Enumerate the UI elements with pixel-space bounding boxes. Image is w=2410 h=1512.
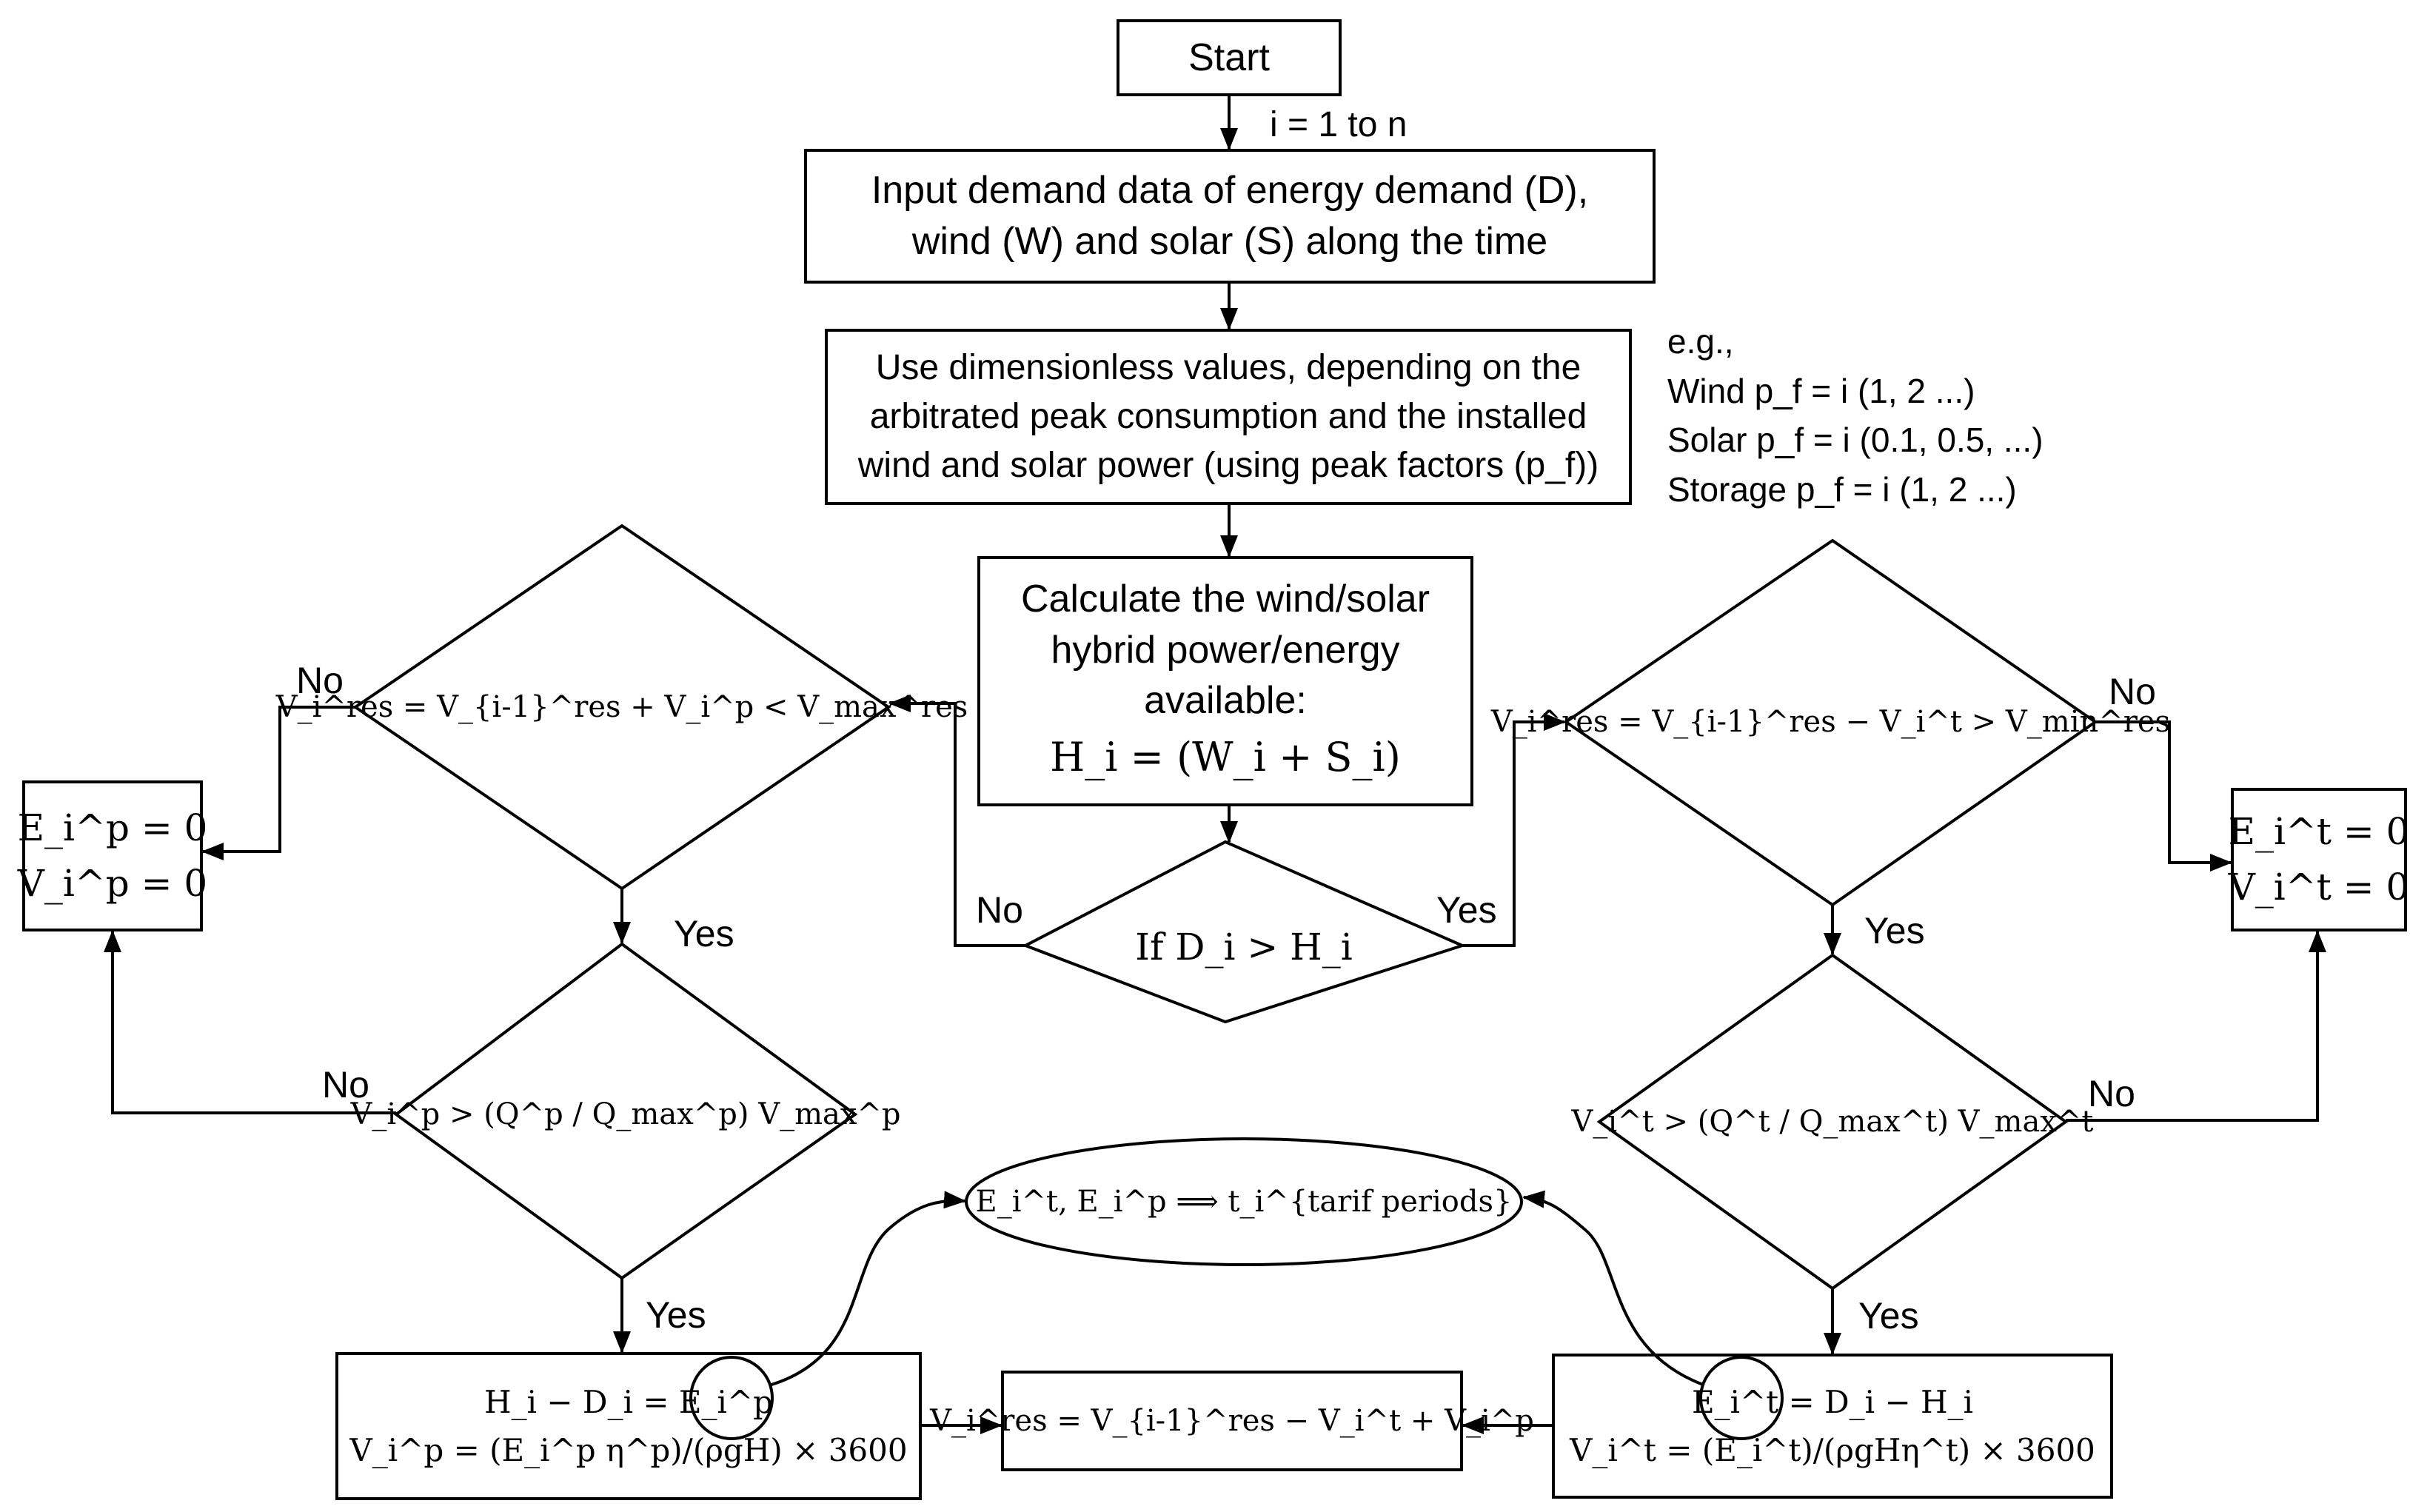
- calc-line1: Calculate the wind/solar: [1020, 578, 1430, 621]
- dimless-line3: wind and solar power (using peak factors…: [857, 446, 1599, 486]
- pump-energy-circle: [689, 1356, 774, 1440]
- start-label: Start: [1188, 36, 1270, 79]
- calc-hybrid-box: [977, 556, 1473, 806]
- turbine-energy-circle: [1699, 1356, 1784, 1440]
- main-decision-text: If D_i > H_i: [1135, 926, 1353, 969]
- label-yes-main: Yes: [1436, 889, 1497, 931]
- right-decision2-text: V_i^t > (Q^t / Q_max^t) V_max^t: [1571, 1105, 2094, 1139]
- label-yes-right1: Yes: [1864, 910, 1925, 951]
- right-zero-line1: E_i^t = 0: [2228, 810, 2410, 853]
- main-decision-diamond: [1022, 840, 1467, 1024]
- calc-line2: hybrid power/energy: [1051, 628, 1400, 672]
- label-no-right2: No: [2088, 1073, 2135, 1114]
- pump-box: [335, 1352, 922, 1500]
- dimless-line1: Use dimensionless values, depending on t…: [875, 347, 1581, 387]
- turbine-box: [1552, 1354, 2113, 1499]
- pump-line2: V_i^p = (E_i^p η^p)/(ρgH) × 3600: [349, 1432, 908, 1468]
- turbine-line2: V_i^t = (E_i^t)/(ρgHη^t) × 3600: [1570, 1432, 2095, 1468]
- label-yes-left1: Yes: [674, 913, 734, 954]
- label-no-left2: No: [322, 1064, 369, 1105]
- left-zero-line2: V_i^p = 0: [17, 862, 208, 905]
- reservoir-box: [1001, 1371, 1463, 1471]
- label-no-left1: No: [296, 660, 344, 701]
- turbine-line1: E_i^t = D_i − H_i: [1691, 1383, 1974, 1420]
- tariff-node: E_i^t, E_i^p ⟹ t_i^{tarif periods}: [976, 1161, 1513, 1242]
- input-line2: wind (W) and solar (S) along the time: [911, 220, 1548, 263]
- loop-label: i = 1 to n: [1270, 105, 1407, 144]
- note-solar: Solar p_f = i (0.1, 0.5, ...): [1667, 421, 2044, 460]
- tariff-ellipse: [965, 1137, 1523, 1266]
- right-zero-node: E_i^t = 0 V_i^t = 0: [2229, 789, 2410, 930]
- label-no-main: No: [976, 889, 1023, 931]
- pump-line1: H_i − D_i = E_i^p: [483, 1383, 774, 1420]
- calc-line3: available:: [1144, 679, 1307, 723]
- main-decision-node: If D_i > H_i: [1025, 900, 1462, 996]
- arrow-right2-no: [2066, 930, 2326, 1122]
- left-decision1-text: V_i^res = V_{i-1}^res + V_i^p < V_max^re…: [275, 690, 968, 724]
- label-yes-left2: Yes: [646, 1294, 706, 1336]
- dimless-line2: arbitrated peak consumption and the inst…: [869, 396, 1587, 436]
- start-box: [1117, 19, 1342, 96]
- left-decision2-node: V_i^p > (Q^p / Q_max^p) V_max^p: [350, 1074, 900, 1155]
- left-zero-node: E_i^p = 0 V_i^p = 0: [18, 782, 208, 930]
- right-decision2-node: V_i^t > (Q^t / Q_max^t) V_max^t: [1572, 1081, 2094, 1163]
- calc-hybrid-node: Calculate the wind/solar hybrid power/en…: [979, 558, 1472, 805]
- reservoir-node: V_i^res = V_{i-1}^res − V_i^t + V_i^p: [930, 1372, 1534, 1470]
- label-yes-right2: Yes: [1858, 1295, 1919, 1337]
- pump-node: H_i − D_i = E_i^p V_i^p = (E_i^p η^p)/(ρ…: [337, 1354, 920, 1499]
- note-title: e.g.,: [1667, 322, 1734, 361]
- dimensionless-node: Use dimensionless values, depending on t…: [826, 330, 1630, 504]
- input-box: [804, 149, 1656, 284]
- note-storage: Storage p_f = i (1, 2 ...): [1667, 470, 2017, 509]
- reservoir-text: V_i^res = V_{i-1}^res − V_i^t + V_i^p: [930, 1404, 1534, 1438]
- tariff-text: E_i^t, E_i^p ⟹ t_i^{tarif periods}: [975, 1185, 1513, 1219]
- note-wind: Wind p_f = i (1, 2 ...): [1667, 371, 1975, 410]
- curve-turbine-tariff: [1522, 1190, 1704, 1386]
- left-decision1-node: V_i^res = V_{i-1}^res + V_i^p < V_max^re…: [276, 666, 968, 748]
- input-line1: Input demand data of energy demand (D),: [871, 169, 1589, 213]
- left-decision2-text: V_i^p > (Q^p / Q_max^p) V_max^p: [350, 1097, 901, 1131]
- right-decision1-text: V_i^res = V_{i-1}^res − V_i^t > V_min^re…: [1490, 705, 2171, 739]
- curve-pump-tariff: [771, 1191, 966, 1386]
- arrow-left1-no: [201, 706, 355, 860]
- peak-factor-note: e.g., Wind p_f = i (1, 2 ...) Solar p_f …: [1667, 317, 2044, 515]
- dimensionless-box: [825, 329, 1632, 505]
- input-node: Input demand data of energy demand (D), …: [806, 150, 1654, 282]
- right-zero-box: [2231, 788, 2407, 931]
- left-zero-line1: E_i^p = 0: [17, 806, 208, 849]
- arrow-right1-no: [2095, 720, 2232, 872]
- turbine-node: E_i^t = D_i − H_i V_i^t = (E_i^t)/(ρgHη^…: [1553, 1355, 2112, 1497]
- arrow-left2-no: [104, 930, 396, 1114]
- start-node: Start: [1118, 21, 1340, 95]
- label-no-right1: No: [2109, 671, 2156, 712]
- arrow-main-no-left: [888, 695, 1025, 947]
- left-zero-box: [22, 780, 203, 931]
- arrow-main-yes-right: [1462, 713, 1566, 947]
- right-decision1-node: V_i^res = V_{i-1}^res − V_i^t > V_min^re…: [1491, 681, 2170, 763]
- right-zero-line2: V_i^t = 0: [2228, 866, 2410, 909]
- calc-line4: H_i = (W_i + S_i): [1050, 734, 1401, 781]
